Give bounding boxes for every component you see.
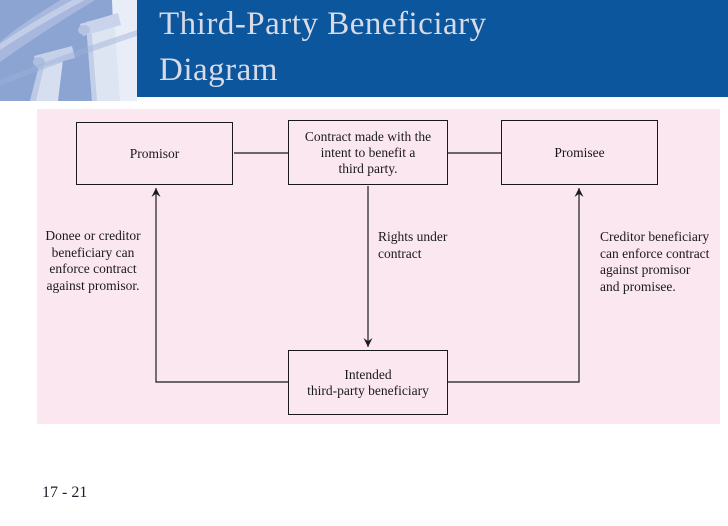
title-line-2: Diagram [159, 52, 278, 88]
label-middle-line-1: Rights under [378, 229, 448, 244]
title-line-1: Third-Party Beneficiary [159, 6, 487, 42]
slide-header: Third-Party Beneficiary Diagram [0, 0, 728, 101]
box-contract-line-1: Contract made with the [304, 128, 432, 144]
box-promisor-label: Promisor [129, 145, 180, 161]
box-promisor: Promisor [76, 122, 233, 185]
label-left-line-1: Donee or creditor [45, 228, 141, 243]
connector-intended-promisee [448, 188, 584, 383]
box-intended-beneficiary: Intended third-party beneficiary [288, 350, 448, 415]
title-band: Third-Party Beneficiary Diagram [137, 0, 728, 97]
label-left-line-2: beneficiary can [51, 244, 135, 260]
label-donee-creditor: Donee or creditor beneficiary can enforc… [37, 228, 149, 294]
box-intended-line-2: third-party beneficiary [307, 382, 429, 398]
label-creditor-beneficiary: Creditor beneficiary can enforce contrac… [600, 229, 728, 295]
box-contract: Contract made with the intent to benefit… [288, 120, 448, 185]
connector-intended-promisor [151, 188, 288, 383]
label-right-line-4: and promisee. [600, 278, 676, 294]
label-middle-line-2: contract [378, 245, 422, 261]
connector-lines [151, 152, 584, 383]
slide-title: Third-Party Beneficiary Diagram [159, 1, 487, 93]
label-right-line-3: against promisor [600, 262, 691, 277]
diagram-area: Promisor Contract made with the intent t… [37, 109, 720, 424]
page-number: 17 - 21 [42, 484, 88, 501]
label-left-line-3: enforce contract [49, 261, 137, 276]
label-rights-under-contract: Rights under contract [378, 229, 447, 262]
classical-columns-image [0, 0, 137, 101]
box-intended-line-1: Intended [344, 366, 392, 382]
box-promisee: Promisee [501, 120, 658, 185]
label-right-line-2: can enforce contract [600, 245, 710, 261]
columns-illustration [0, 0, 137, 101]
label-right-line-1: Creditor beneficiary [600, 229, 710, 244]
box-contract-line-3: third party. [338, 160, 398, 176]
box-promisee-label: Promisee [554, 144, 605, 160]
label-left-line-4: against promisor. [46, 277, 140, 293]
box-contract-line-2: intent to benefit a [320, 144, 416, 160]
